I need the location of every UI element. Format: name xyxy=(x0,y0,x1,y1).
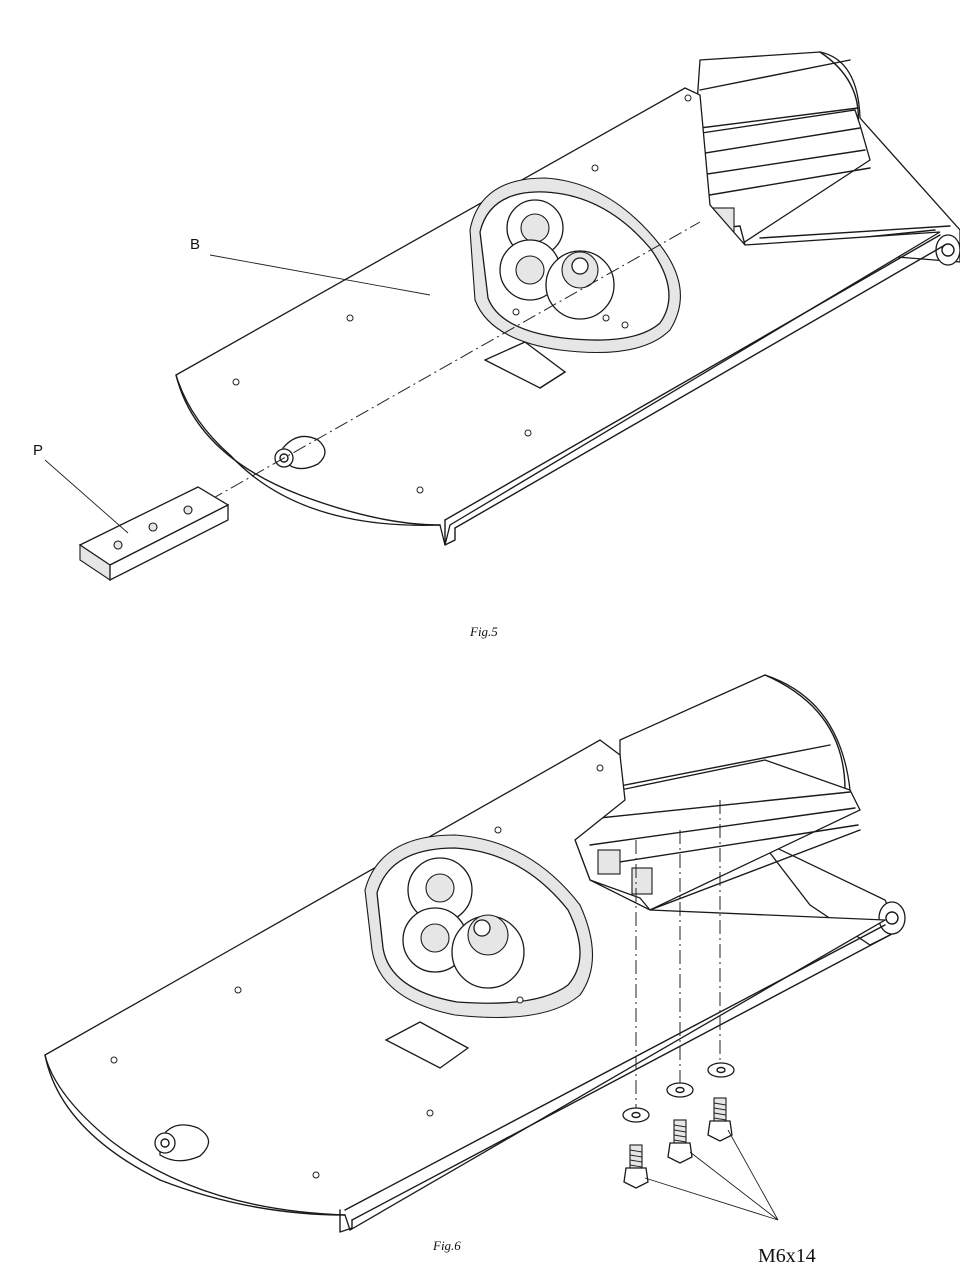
figure-5-caption: Fig.5 xyxy=(470,624,498,639)
label-m6x14: M6x14 xyxy=(758,1245,816,1267)
pad-p xyxy=(78,486,230,582)
screws-m6x14 xyxy=(623,1097,733,1189)
label-b: B xyxy=(190,236,201,253)
profile-housing-2 xyxy=(571,744,861,911)
figure-6-drawing xyxy=(44,674,906,1233)
washers xyxy=(622,1062,735,1123)
base-plate-2 xyxy=(44,739,891,1233)
leader-b xyxy=(209,254,431,296)
leader-p xyxy=(44,459,129,534)
label-p: P xyxy=(33,442,44,459)
center-line xyxy=(209,221,701,501)
leader-screws xyxy=(644,1129,779,1221)
base-plate-b xyxy=(175,87,946,546)
figure-6-caption: Fig.6 xyxy=(433,1238,461,1253)
figure-5-drawing xyxy=(44,51,960,582)
